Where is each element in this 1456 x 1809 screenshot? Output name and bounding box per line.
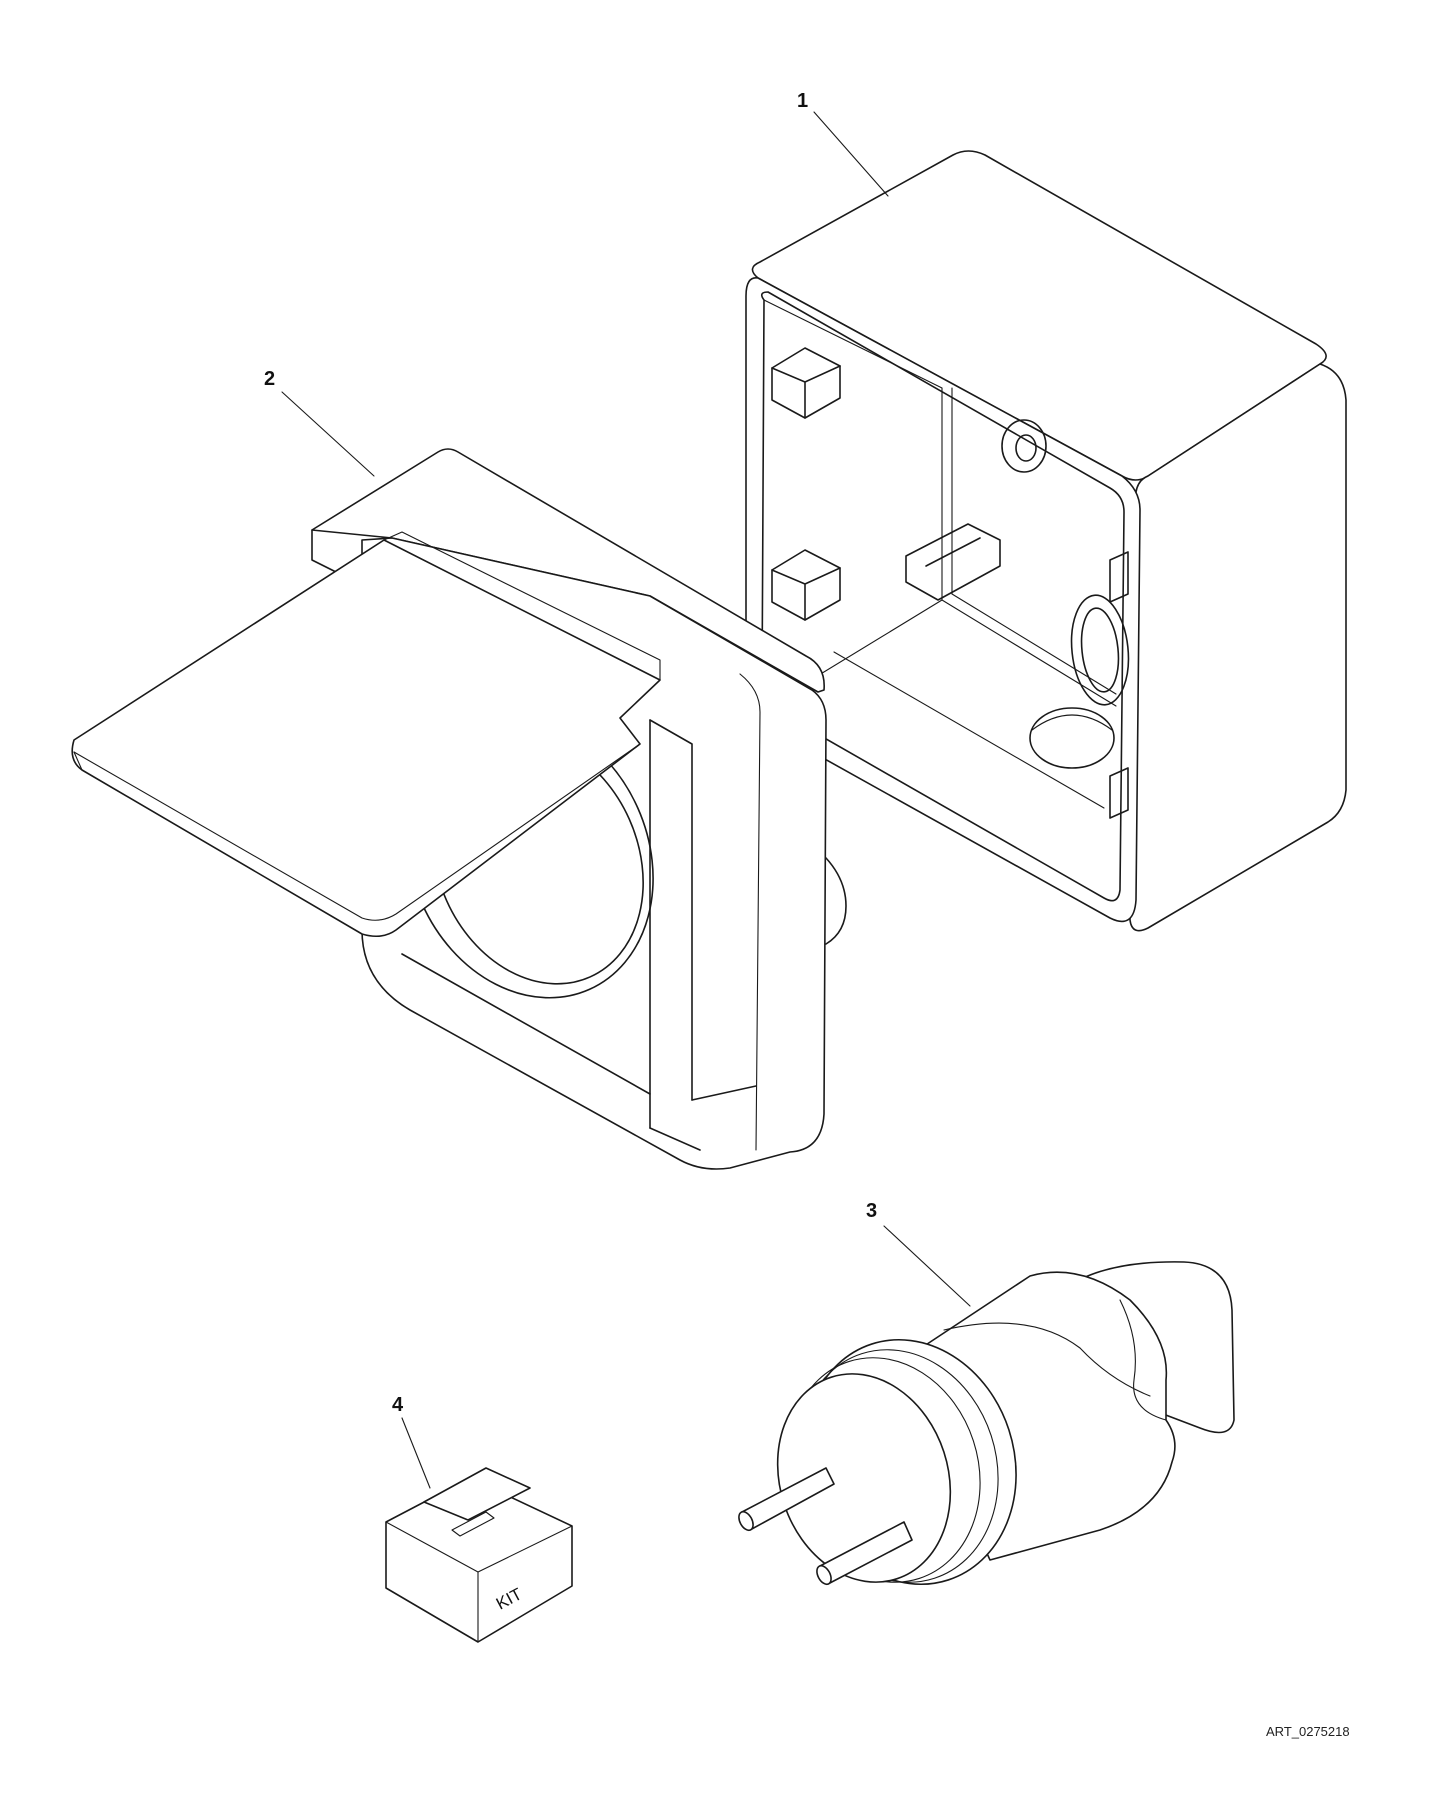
callout-2: 2 — [264, 368, 276, 390]
callout-3: 3 — [866, 1200, 878, 1222]
callout-1: 1 — [797, 90, 809, 112]
leader-lines — [281, 111, 971, 1489]
part-1-junction-box — [745, 150, 1347, 932]
part-3-plug — [738, 1261, 1235, 1586]
part-4-kit-box: KIT — [385, 1467, 573, 1643]
part-2-socket-cover — [71, 448, 847, 1170]
callout-4: 4 — [392, 1394, 404, 1416]
art-id-label: ART_0275218 — [1266, 1724, 1350, 1739]
